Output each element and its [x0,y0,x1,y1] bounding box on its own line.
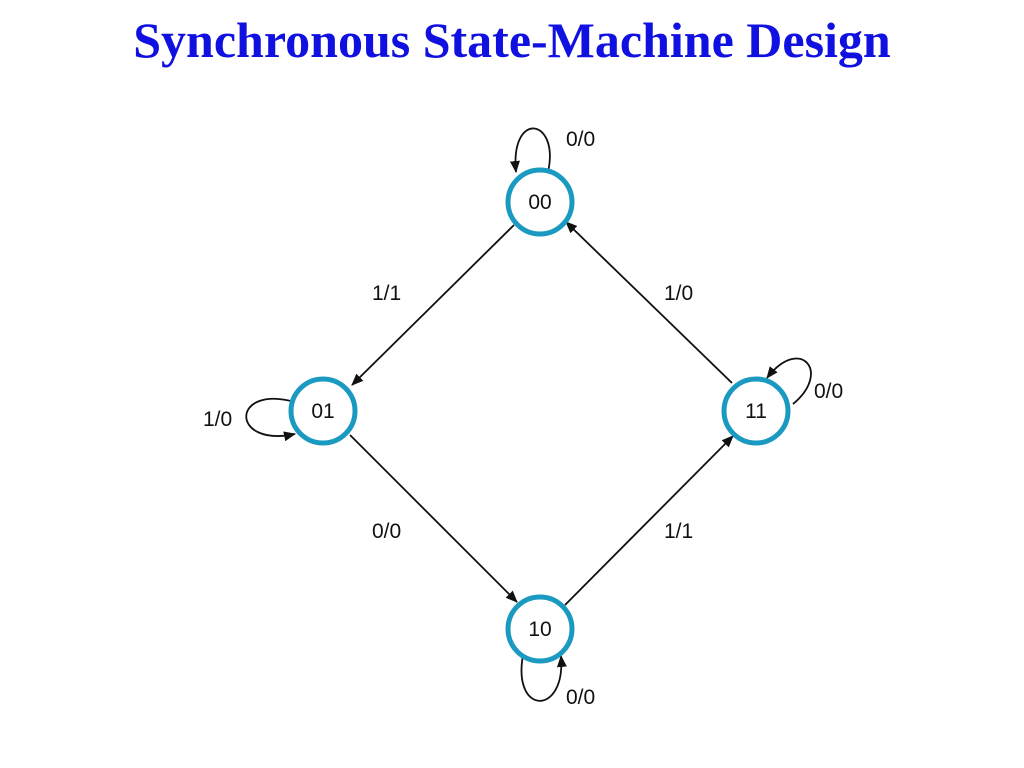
state-00: 00 [505,167,575,237]
state-01-label: 01 [311,400,334,423]
label-00-self-loop: 0/0 [566,128,595,151]
slide-title: Synchronous State-Machine Design [133,12,891,68]
state-11: 11 [721,376,791,446]
self-loop-01 [245,397,296,442]
state-10-label: 10 [528,618,551,641]
label-11-self-loop: 0/0 [814,380,843,403]
state-01: 01 [288,376,358,446]
label-00-to-01: 1/1 [372,282,401,305]
state-11-label: 11 [745,400,767,423]
self-loop-11 [766,357,812,405]
label-11-to-00: 1/0 [664,282,693,305]
label-01-self-loop: 1/0 [203,408,232,431]
state-10: 10 [505,594,575,664]
edge-10-to-11 [564,435,734,606]
self-loop-10 [520,654,567,702]
edge-11-to-00 [565,221,733,384]
label-10-self-loop: 0/0 [566,686,595,709]
self-loop-00 [509,127,551,173]
edge-01-to-10 [349,434,518,603]
label-01-to-10: 0/0 [372,520,401,543]
edge-00-to-01 [351,224,515,386]
label-10-to-11: 1/1 [664,520,693,543]
state-00-label: 00 [528,191,551,214]
